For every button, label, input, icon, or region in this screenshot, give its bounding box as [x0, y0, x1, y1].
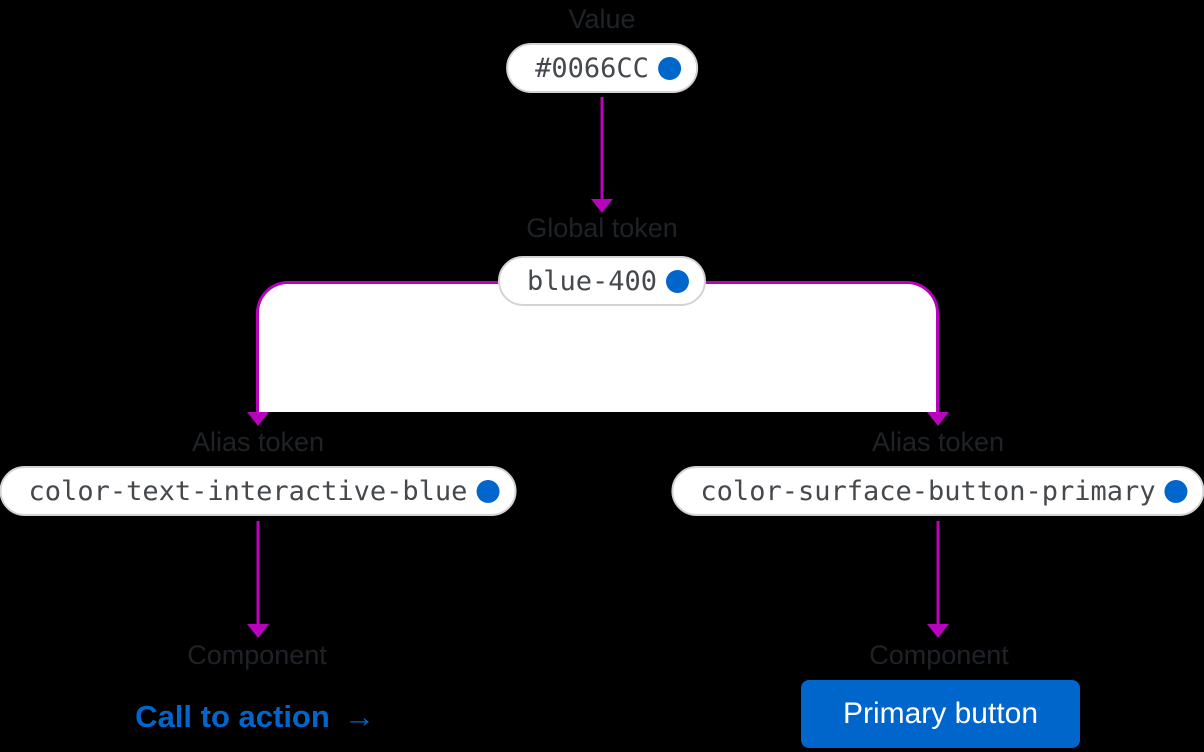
alias-left-color-swatch-dot-icon: [476, 479, 500, 503]
alias-token-right-pill: color-surface-button-primary: [671, 466, 1204, 516]
global-color-swatch-dot-icon: [666, 269, 690, 293]
global-token-pill: blue-400: [497, 256, 707, 306]
arrow-right-icon: →: [343, 699, 375, 734]
alias-token-left-stage-label: Alias token: [191, 427, 325, 457]
alias-token-right-text: color-surface-button-primary: [700, 475, 1156, 507]
connector-line-alias-right-to-component: [936, 521, 940, 624]
connector-line-alias-left-to-component: [256, 521, 260, 624]
primary-button[interactable]: Primary button: [801, 680, 1080, 748]
connector-line-value-to-global: [600, 97, 604, 199]
alias-token-right-stage-label: Alias token: [871, 427, 1005, 457]
component-left-stage-label: Component: [187, 640, 327, 670]
global-token-stage-label: Global token: [526, 213, 678, 243]
arrowhead-down-icon: [247, 624, 269, 638]
arrowhead-down-icon: [927, 412, 949, 426]
value-color-swatch-dot-icon: [657, 56, 681, 80]
primary-button-label: Primary button: [842, 697, 1039, 730]
value-token-pill: #0066CC: [506, 43, 698, 93]
call-to-action-label: Call to action: [135, 699, 330, 734]
arrowhead-down-icon: [591, 199, 613, 213]
value-stage-label: Value: [568, 4, 636, 34]
alias-right-color-swatch-dot-icon: [1164, 479, 1188, 503]
global-token-text: blue-400: [526, 265, 658, 297]
alias-token-left-text: color-text-interactive-blue: [28, 475, 468, 507]
value-token-text: #0066CC: [535, 52, 649, 84]
call-to-action-link[interactable]: Call to action →: [135, 699, 375, 735]
arrowhead-down-icon: [247, 412, 269, 426]
component-right-stage-label: Component: [869, 640, 1009, 670]
arrowhead-down-icon: [927, 624, 949, 638]
alias-token-left-pill: color-text-interactive-blue: [0, 466, 517, 516]
